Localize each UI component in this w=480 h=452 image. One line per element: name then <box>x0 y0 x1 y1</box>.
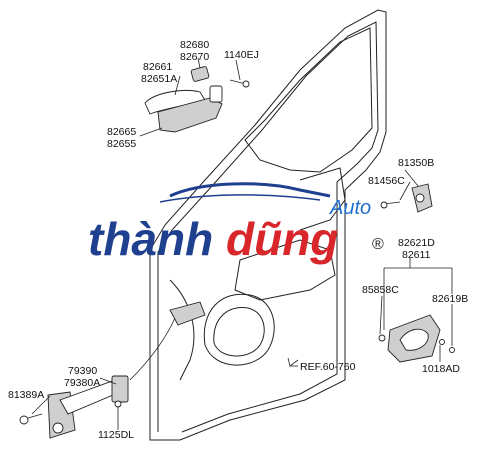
label-1018AD: 1018AD <box>422 363 460 375</box>
door-check-assembly <box>19 375 129 439</box>
label-82619B: 82619B <box>432 293 468 305</box>
label-79380A: 79380A <box>64 377 100 389</box>
label-82651A: 82651A <box>141 73 177 85</box>
latch-rod-cables <box>129 301 206 381</box>
label-82621D: 82621D <box>398 237 435 249</box>
part-labels: 82680 82670 1140EJ 82661 82651A 82665 82… <box>8 39 468 441</box>
label-1125DL: 1125DL <box>98 429 134 441</box>
inside-handle-assembly <box>378 314 455 363</box>
label-1140EJ: 1140EJ <box>224 49 259 61</box>
label-79390: 79390 <box>68 365 97 377</box>
door-panel-outline <box>149 9 387 441</box>
label-82661: 82661 <box>143 61 172 73</box>
leader-lines <box>31 57 453 430</box>
outside-handle-assembly <box>144 66 250 133</box>
watermark-logo: thành dũng Auto ® <box>88 182 384 265</box>
label-81350B: 81350B <box>398 157 434 169</box>
watermark-text-thanh: thành <box>88 213 213 265</box>
label-82670: 82670 <box>180 51 209 63</box>
reference-label: REF.60-760 <box>300 361 356 373</box>
watermark-registered-mark: ® <box>372 236 384 253</box>
latch-striker-parts <box>380 183 433 213</box>
label-82655: 82655 <box>107 138 136 150</box>
label-82680: 82680 <box>180 39 209 51</box>
label-81389A: 81389A <box>8 389 44 401</box>
label-82611: 82611 <box>402 249 431 261</box>
label-81456C: 81456C <box>368 175 405 187</box>
label-82665: 82665 <box>107 126 136 138</box>
label-85858C: 85858C <box>362 284 399 296</box>
watermark-text-auto: Auto <box>329 197 371 219</box>
watermark-text-dung: dũng <box>226 213 338 265</box>
